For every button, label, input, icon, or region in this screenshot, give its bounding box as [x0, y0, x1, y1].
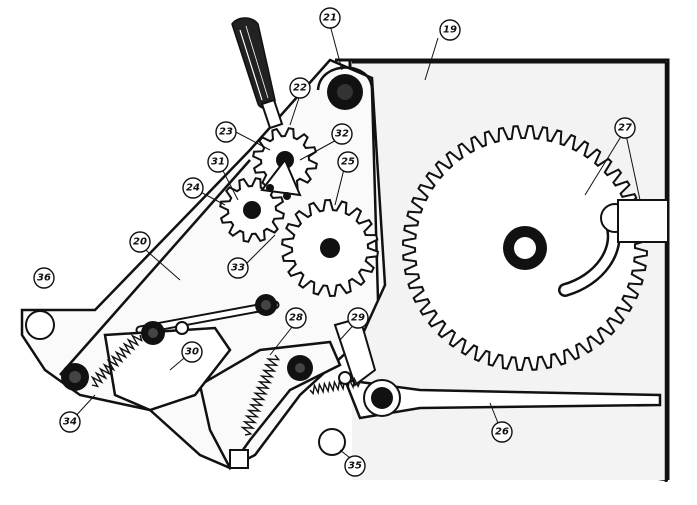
spring-right: [309, 376, 361, 396]
callout-bubble: [439, 19, 461, 41]
callout-labels: 19 20 21 22 23 24 25 26 27 28 29 30 31 32 33 34 35 36: [33, 7, 636, 477]
strap: [316, 66, 380, 301]
callout-bubble: [182, 177, 204, 199]
callout-bubble: [614, 117, 636, 139]
callout-30: 30: [181, 341, 203, 363]
callout-bubble: [207, 151, 229, 173]
large-gear-bore: [514, 237, 536, 259]
callout-bubble: [289, 77, 311, 99]
callout-text: 36: [37, 273, 51, 284]
spring-center: [240, 354, 281, 436]
left-small-gear-hub: [243, 201, 261, 219]
callout-23: 23: [215, 121, 237, 143]
callout-text: 35: [348, 461, 362, 472]
callout-bubble: [491, 421, 513, 443]
callout-33: 33: [227, 257, 249, 279]
callout-text: 31: [211, 157, 225, 168]
callout-21: 21: [319, 7, 341, 29]
callout-25: 25: [337, 151, 359, 173]
spring-group: [90, 333, 361, 436]
spring-left: [90, 333, 143, 388]
callout-20: 20: [129, 231, 151, 253]
callout-bubble: [59, 411, 81, 433]
callout-19: 19: [439, 19, 461, 41]
callout-bubble: [344, 455, 366, 477]
horizontal-lever: [343, 378, 662, 420]
callout-text: 19: [443, 25, 457, 36]
callout-text: 22: [293, 83, 307, 94]
callout-22: 22: [289, 77, 311, 99]
callout-bubble: [181, 341, 203, 363]
callout-text: 27: [618, 123, 632, 134]
callout-34: 34: [59, 411, 81, 433]
callout-text: 21: [323, 13, 337, 24]
callout-text: 24: [186, 183, 200, 194]
callout-text: 23: [219, 127, 233, 138]
callout-bubble: [129, 231, 151, 253]
callout-bubble: [227, 257, 249, 279]
callout-26: 26: [491, 421, 513, 443]
arm-strut: [59, 159, 251, 376]
callout-bubble: [347, 307, 369, 329]
square-stop: [229, 449, 249, 469]
callout-bubble: [215, 121, 237, 143]
callout-31: 31: [207, 151, 229, 173]
crank-handle: [231, 17, 284, 130]
callout-29: 29: [347, 307, 369, 329]
pawl-pin: [266, 184, 274, 192]
callout-35: 35: [344, 455, 366, 477]
callout-36: 36: [33, 267, 55, 289]
callout-text: 25: [341, 157, 355, 168]
callout-bubble: [285, 307, 307, 329]
callout-bubble: [337, 151, 359, 173]
pivot-pins: [61, 74, 401, 417]
callout-24: 24: [182, 177, 204, 199]
callout-text: 30: [185, 347, 199, 358]
pawl-pin: [283, 192, 291, 200]
callout-bubble: [319, 7, 341, 29]
callout-text: 20: [133, 237, 147, 248]
callout-text: 34: [63, 417, 77, 428]
ball-35: [318, 428, 346, 456]
callout-28: 28: [285, 307, 307, 329]
callout-text: 29: [351, 313, 365, 324]
callout-text: 32: [335, 129, 349, 140]
callout-32: 32: [331, 123, 353, 145]
callout-text: 26: [495, 427, 509, 438]
callout-bubble: [331, 123, 353, 145]
callout-27: 27: [614, 117, 636, 139]
callout-text: 33: [231, 263, 245, 274]
callout-text: 28: [289, 313, 303, 324]
ball-36: [25, 310, 55, 340]
callout-bubble: [33, 267, 55, 289]
middle-gear-hub: [320, 238, 340, 258]
shaft-stub: [617, 199, 669, 243]
